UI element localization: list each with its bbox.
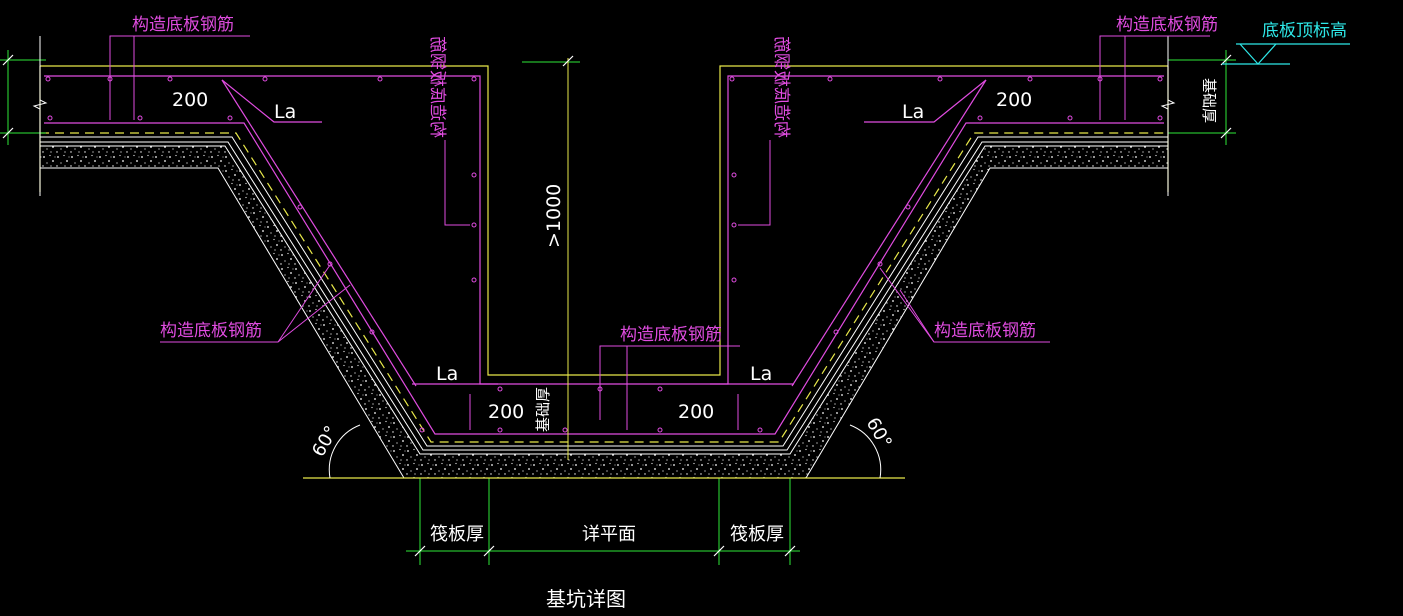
- waterproof-line: [40, 132, 1168, 443]
- angle-arc-right: [849, 424, 882, 479]
- top-elevation-label: 底板顶标高: [1262, 21, 1347, 41]
- leader-lines: [109, 35, 1210, 430]
- dim-200-bottom-left: 200: [488, 401, 524, 423]
- foundation-thickness-label-center: 基础厚: [534, 387, 552, 432]
- la-label-bottom-left: La: [436, 363, 458, 385]
- rebar-label-slope-left: 构造底板钢筋: [160, 321, 262, 341]
- rebar-label-bottom: 构造底板钢筋: [620, 325, 722, 345]
- rebar-dots: [45, 76, 1163, 433]
- elevation-symbol: [1222, 43, 1350, 65]
- rebar-label-top-left: 构造底板钢筋: [132, 15, 234, 35]
- la-label-bottom-right: La: [750, 363, 772, 385]
- plan-ref-label: 详平面: [582, 524, 636, 545]
- rebar-label-wall-left: 构造底板钢筋: [427, 36, 447, 138]
- blinding-concrete: [39, 145, 1169, 479]
- slab-outline-lines: [40, 136, 1168, 451]
- depth-dimension-tick: [562, 55, 574, 67]
- angle-label-left: 60°: [308, 422, 342, 460]
- dim-200-top-left: 200: [172, 89, 208, 111]
- dimension-ticks: [2, 54, 1232, 557]
- dimension-lines: [0, 50, 1236, 565]
- drawing-title: 基坑详图: [546, 587, 626, 611]
- foundation-thickness-label-right: 基础厚: [1200, 78, 1218, 123]
- rebar-label-top-right: 构造底板钢筋: [1116, 15, 1218, 35]
- angle-label-right: 60°: [862, 414, 896, 452]
- rebar-label-wall-right: 构造底板钢筋: [771, 36, 791, 138]
- raft-thickness-label-left: 筏板厚: [430, 524, 484, 545]
- la-label-top-right: La: [902, 101, 924, 123]
- dim-200-top-right: 200: [996, 89, 1032, 111]
- rebar-label-slope-right: 构造底板钢筋: [934, 321, 1036, 341]
- raft-thickness-label-right: 筏板厚: [730, 524, 784, 545]
- la-label-top-left: La: [274, 101, 296, 123]
- rebar-lines: [44, 75, 1164, 435]
- dim-200-bottom-right: 200: [678, 401, 714, 423]
- angle-arc-left: [328, 424, 361, 479]
- depth-label: >1000: [543, 184, 565, 248]
